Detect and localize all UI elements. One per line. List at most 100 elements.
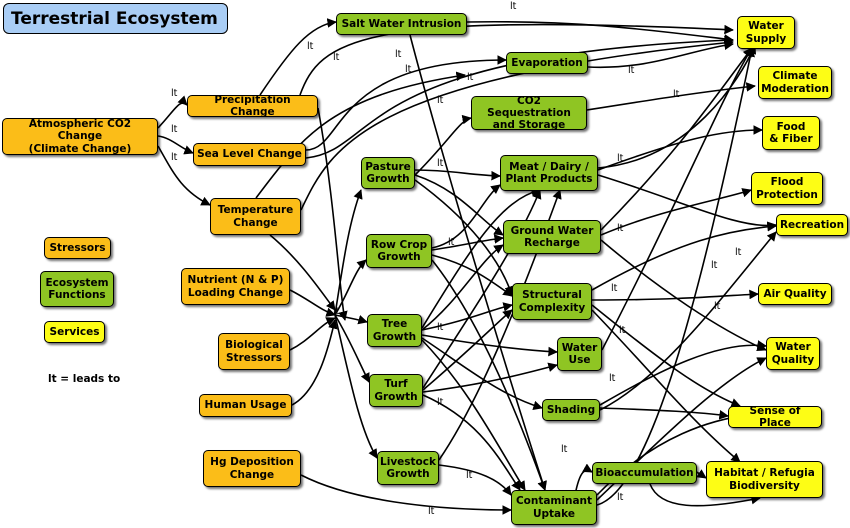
leads-to-label: lt [448,237,455,248]
node-temperature-change: Temperature Change [210,198,301,235]
leads-to-label: lt [617,223,624,234]
arrow-connector [422,309,513,391]
arrow-connector [587,40,734,69]
node-meat-dairy-plant-products: Meat / Dairy / Plant Products [500,155,598,191]
arrow-connector [597,125,763,171]
arrow-connector [291,319,338,406]
arrow-connector [574,463,593,496]
leads-to-label: lt [333,306,340,317]
node-tree-growth: Tree Growth [367,314,422,347]
arrow-connector [259,18,337,96]
arrow-connector [597,174,777,231]
arrow-connector [421,302,513,331]
arrow-connector [431,254,513,297]
leads-to-label: lt [405,64,412,75]
node-habitat-refugia-biodiversity: Habitat / Refugia Biodiversity [706,461,823,498]
legend-services: Services [44,321,105,343]
arrow-connector [431,259,547,491]
arrow-connector [600,47,753,231]
arrow-connector [696,469,707,479]
arrow-connector [599,340,767,406]
arrow-connector [421,187,541,329]
legend-ecosystem-functions: Ecosystem Functions [40,271,114,307]
leads-to-label: lt [617,492,624,503]
node-human-usage: Human Usage [199,394,292,417]
arrow-connector [591,221,777,291]
arrow-connector [600,188,752,236]
arrow-connector [157,145,211,206]
leads-to-label: lt [333,52,340,63]
node-nutrient-loading-change: Nutrient (N & P) Loading Change [181,268,290,305]
arrow-connector [431,234,504,251]
arrow-connector [597,44,757,169]
arrow-connector [421,244,504,331]
node-food-and-fiber: Food & Fiber [762,116,820,150]
leads-to-label: lt [467,72,474,83]
leads-to-label: lt [437,397,444,408]
node-ground-water-recharge: Ground Water Recharge [503,220,601,254]
arrow-connector [334,259,367,316]
arrow-connector [300,474,512,515]
leads-to-label: lt [437,158,444,169]
node-evaporation: Evaporation [506,52,588,74]
node-livestock-growth: Livestock Growth [377,451,439,485]
arrow-connector [269,234,336,311]
node-water-quality: Water Quality [766,337,820,370]
legend-note: lt = leads to [48,373,121,385]
node-recreation: Recreation [776,214,848,236]
leads-to-label: lt [611,283,618,294]
node-sea-level-change: Sea Level Change [193,143,306,166]
leads-to-label: lt [609,373,616,384]
leads-to-label: lt [171,152,178,163]
arrow-connector [422,394,521,491]
leads-to-label: lt [617,153,624,164]
arrow-connector [599,407,729,420]
leads-to-label: lt [673,89,680,100]
arrow-connector [414,174,504,236]
arrow-connector [414,114,472,176]
leads-to-label: lt [395,49,402,60]
arrow-connector [599,231,777,411]
node-climate-moderation: Climate Moderation [758,66,832,99]
arrow-connector [157,95,188,129]
arrow-connector [409,34,547,491]
leads-to-label: lt [307,41,314,52]
node-atmospheric-co2-change: Atmospheric CO2 Change (Climate Change) [2,118,158,155]
arrow-connector [300,38,734,211]
arrow-connector [649,483,761,507]
leads-to-label: lt [171,88,178,99]
leads-to-label: lt [561,444,568,455]
legend-stressors: Stressors [44,237,111,259]
node-salt-water-intrusion: Salt Water Intrusion [336,13,467,35]
arrow-connector [334,314,378,459]
arrow-connector [255,71,466,199]
arrow-connector [157,135,194,155]
arrow-connector [601,47,753,351]
arrow-connector [421,334,558,357]
arrow-connector [334,189,363,316]
leads-to-label: lt [510,1,517,12]
node-turf-growth: Turf Growth [369,374,423,407]
leads-to-label: lt [171,124,178,135]
arrow-connector [591,309,741,463]
arrow-connector [421,337,543,411]
arrow-connector [334,314,370,383]
arrow-connector [334,314,368,325]
arrow-connector [414,169,501,181]
leads-to-label: lt [437,322,444,333]
leads-to-label: lt [428,506,435,517]
arrow-connector [438,464,512,496]
arrow-connector [317,107,348,321]
diagram-title: Terrestrial Ecosystem [3,3,228,34]
arrow-connector [422,189,542,389]
node-sense-of-place: Sense of Place [728,405,822,429]
leads-to-label: lt [437,95,444,106]
node-row-crop-growth: Row Crop Growth [366,234,432,268]
leads-to-label: lt [735,247,742,258]
arrow-connector [431,184,501,249]
arrow-connector [421,339,526,491]
node-co2-sequestration-and-storage: CO2 Sequestration and Storage [471,95,587,131]
node-water-use: Water Use [557,337,602,371]
node-pasture-growth: Pasture Growth [361,157,415,189]
